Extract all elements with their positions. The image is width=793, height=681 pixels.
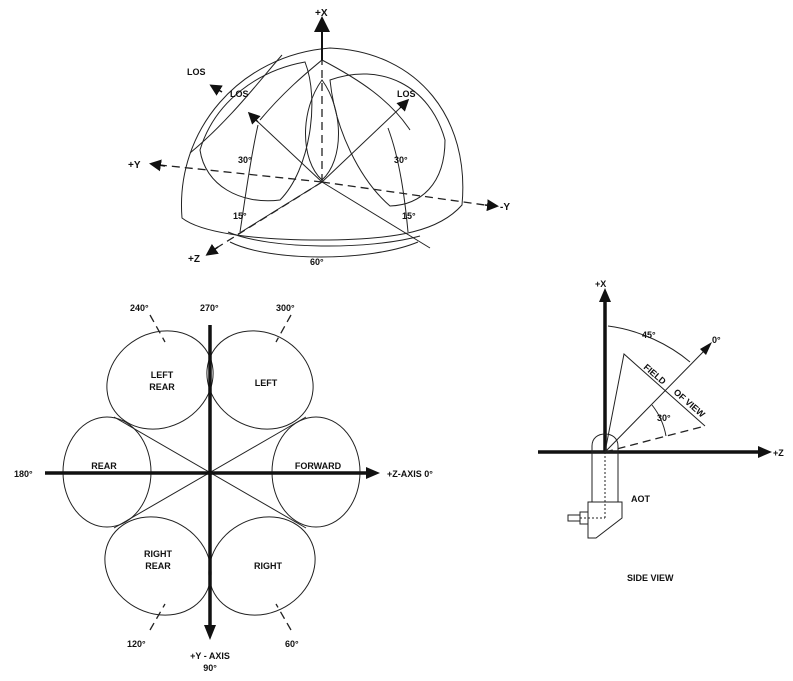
z-axis-label: +Z-AXIS 0° [387, 469, 433, 479]
lobe-forward-label: FORWARD [295, 461, 342, 471]
dome-plus-y-label: +Y [128, 160, 141, 171]
tick-300 [275, 314, 292, 343]
los-line-left [257, 121, 323, 183]
angle-15-right-label: 15° [402, 211, 416, 221]
los-arrow-right [396, 98, 410, 112]
boresight-line [604, 349, 706, 453]
dome-plus-z-label: +Z [188, 254, 200, 265]
lobe-left-rear [106, 330, 214, 430]
lobe-right-rear-label-1: RIGHT [144, 549, 173, 559]
los-line-right [321, 107, 401, 183]
dome-base-front [227, 231, 421, 247]
side-view-caption: SIDE VIEW [627, 573, 674, 583]
top-view: 240° 270° 300° 180° +Z-AXIS 0° 120° 60° … [14, 303, 433, 673]
lobe-right-rear-label-2: REAR [145, 561, 171, 571]
tick-120 [149, 603, 166, 631]
lobe-left-rear-label-1: LEFT [151, 370, 174, 380]
deg-240-label: 240° [130, 303, 149, 313]
deg-270-label: 270° [200, 303, 219, 313]
side-z-label: +Z [773, 448, 784, 458]
angle-arc-60 [229, 241, 419, 258]
y-axis-dashed [159, 164, 323, 183]
deg-300-label: 300° [276, 303, 295, 313]
los-right-label: LOS [397, 89, 416, 99]
angle-arc-right [387, 127, 409, 233]
lobe-right-label: RIGHT [254, 561, 283, 571]
tick-60 [275, 603, 292, 631]
angle-30-arc [651, 404, 667, 437]
lobe-rear-label: REAR [91, 461, 117, 471]
lobe-left-label: LEFT [255, 378, 278, 388]
fov-label-2: OF VIEW [672, 387, 708, 420]
los-arrow-left [247, 111, 261, 125]
z-axis-arrowhead [366, 467, 380, 479]
plus-z-arrow [205, 243, 219, 256]
fov-label-1: FIELD [642, 362, 669, 387]
angle-45-label: 45° [642, 330, 656, 340]
los-outer-label: LOS [187, 67, 206, 77]
deg-180-label: 180° [14, 469, 33, 479]
angle-30-left-label: 30° [238, 155, 252, 165]
tick-240 [149, 314, 166, 343]
deg-120-label: 120° [127, 639, 146, 649]
aot-head [591, 433, 619, 452]
y-axis-label: +Y - AXIS [190, 651, 230, 661]
angle-0-label: 0° [712, 335, 721, 345]
boresight-arrowhead [700, 342, 712, 355]
side-z-arrowhead [758, 446, 772, 458]
side-view: +X +Z 45° 0° 30° FIELD OF VIEW AOT SIDE … [538, 279, 784, 583]
y-axis-deg-label: 90° [203, 663, 217, 673]
minus-y-axis-dashed [321, 181, 493, 207]
ray-left [237, 181, 323, 235]
y-axis-arrowhead [204, 625, 216, 640]
lobe-left-rear-label-2: REAR [149, 382, 175, 392]
lobe-left [206, 330, 314, 430]
dome-view: +X +Y -Y +Z LOS LOS LOS 30° 30° 15° 15° … [128, 8, 510, 267]
fov-cone-right [329, 73, 446, 207]
aot-eyepiece [567, 514, 581, 522]
dome-plus-x-label: +X [315, 8, 328, 19]
angle-45-arc [607, 325, 691, 363]
aot-eyepiece-block [587, 501, 623, 539]
angle-60-label: 60° [310, 257, 324, 267]
lobe-right-rear [104, 516, 212, 616]
los-arrow-outer [209, 84, 223, 96]
angle-arc-left [239, 124, 259, 233]
ray-right [321, 181, 431, 249]
fov-lower-edge [604, 425, 706, 453]
deg-60-label: 60° [285, 639, 299, 649]
lobe-right [208, 516, 316, 616]
dome-outline [181, 47, 464, 241]
aot-label: AOT [631, 494, 651, 504]
fov-arc-1 [189, 54, 283, 154]
side-x-arrowhead [599, 288, 611, 302]
plus-y-arrow [149, 159, 166, 172]
minus-y-arrow [484, 199, 499, 212]
fov-triangle [604, 353, 706, 453]
fov-cone-left [199, 61, 313, 202]
dome-minus-y-label: -Y [500, 202, 510, 213]
los-left-label: LOS [230, 89, 249, 99]
angle-30-label: 30° [657, 413, 671, 423]
side-x-label: +X [595, 279, 606, 289]
angle-15-left-label: 15° [233, 211, 247, 221]
angle-30-right-label: 30° [394, 155, 408, 165]
